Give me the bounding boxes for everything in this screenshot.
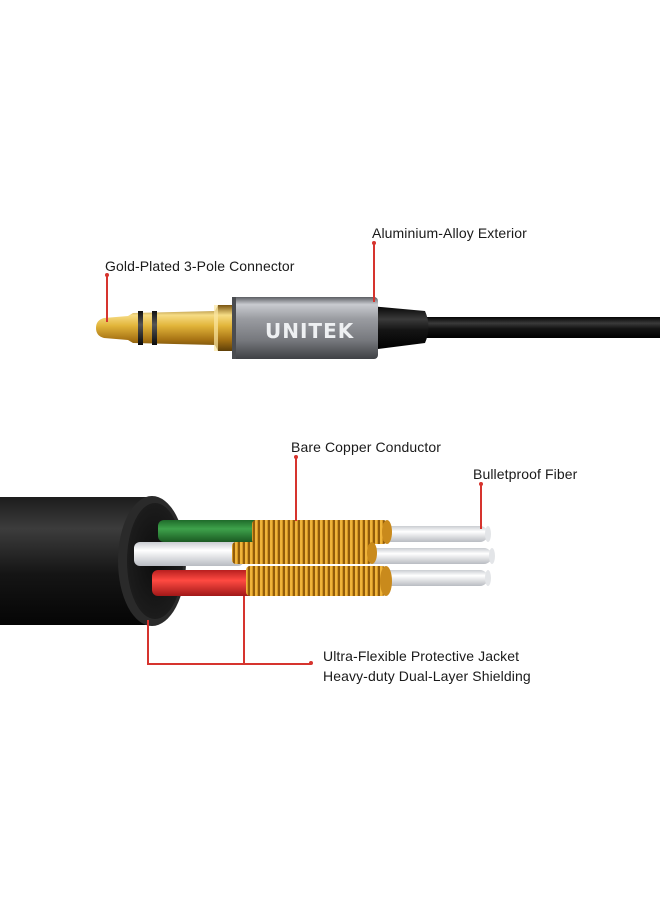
- leader-gold-plated: [106, 276, 108, 322]
- leader-fiber: [480, 485, 482, 529]
- label-protective-jacket: Ultra-Flexible Protective Jacket: [323, 648, 520, 664]
- leader-jacket-horizontal: [147, 663, 311, 665]
- brand-logo: UNITEK: [265, 319, 355, 343]
- leader-shield-vertical: [243, 596, 245, 664]
- leader-dot-aluminium: [372, 241, 376, 245]
- label-dual-layer-shielding: Heavy-duty Dual-Layer Shielding: [323, 668, 531, 684]
- label-aluminium-exterior: Aluminium-Alloy Exterior: [372, 225, 527, 241]
- leader-dot-gold-plated: [105, 273, 109, 277]
- audio-jack-icon: [96, 297, 660, 359]
- label-gold-plated-connector: Gold-Plated 3-Pole Connector: [105, 258, 295, 274]
- label-bare-copper: Bare Copper Conductor: [291, 439, 441, 455]
- label-bulletproof-fiber: Bulletproof Fiber: [473, 466, 578, 482]
- cable-cross-section-icon: [0, 496, 495, 626]
- leader-dot-fiber: [479, 482, 483, 486]
- leader-dot-jacket: [309, 661, 313, 665]
- leader-jacket-vertical: [147, 620, 149, 664]
- leader-dot-copper: [294, 455, 298, 459]
- leader-copper: [295, 457, 297, 521]
- leader-aluminium: [373, 244, 375, 302]
